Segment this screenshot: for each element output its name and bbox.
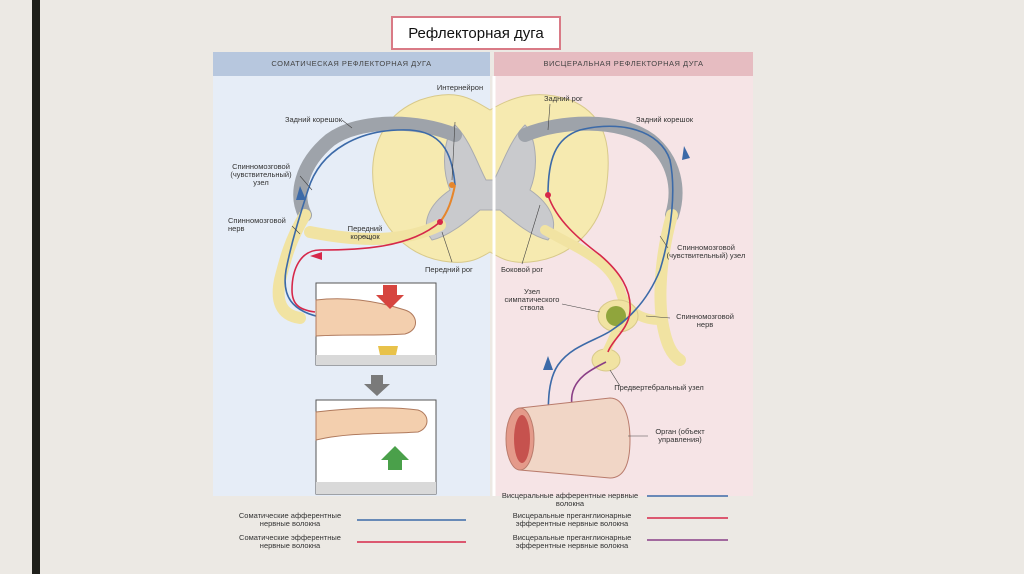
slide-title: Рефлекторная дуга (408, 25, 544, 42)
legend-visceral-postganglionic: Висцеральные преганглионарные эфферентны… (512, 533, 632, 550)
label-anterior-root: Передний корешок (347, 224, 383, 241)
somatic-panel-header: СОМАТИЧЕСКАЯ РЕФЛЕКТОРНАЯ ДУГА (213, 52, 490, 76)
left-efferent-arrow (310, 252, 322, 260)
interneuron-fiber (439, 184, 456, 223)
withdraw-arrow-icon (381, 446, 409, 470)
organ-tube (519, 397, 631, 479)
interneuron-cell (449, 182, 455, 188)
right-dorsal-root (518, 116, 683, 222)
right-afferent-fiber (547, 125, 674, 431)
organ-lumen-inner (514, 415, 530, 463)
right-afferent-arrow-top (682, 146, 690, 160)
leader-anterior-root (361, 235, 373, 241)
finger-withdraw-hand (315, 407, 428, 441)
leader-lateral-horn (521, 204, 541, 265)
left-efferent-fiber (291, 221, 441, 313)
leader-spinal-nerve-left (291, 225, 301, 235)
label-spinal-ganglion-left: Спинномозговой (чувствительный) узел (230, 162, 292, 187)
slide-margin (0, 0, 32, 574)
label-organ: Орган (объект управления) (655, 427, 705, 444)
leader-ganglion-right (659, 235, 669, 249)
motor-neuron-cell (437, 219, 443, 225)
left-afferent-arrow (296, 186, 306, 200)
legend-visceral-afferent: Висцеральные афферентные нервные волокна (501, 491, 639, 508)
leader-anterior-horn (441, 231, 453, 263)
right-afferent-arrow (543, 356, 553, 370)
leader-posterior-horn (547, 103, 551, 131)
label-interneuron: Интернейрон (436, 83, 484, 92)
leader-prevertebral (609, 369, 621, 387)
label-sympathetic-ganglion: Узел симпатического ствола (504, 287, 560, 312)
label-spinal-ganglion-right: Спинномозговой (чувствительный) узел (666, 243, 746, 260)
label-posterior-horn: Задний рог (544, 94, 583, 103)
finger-touch-floor (316, 355, 436, 365)
pressure-arrow-icon (376, 285, 404, 309)
pin-stimulus-icon (378, 346, 398, 355)
step-down-arrow-icon (364, 375, 390, 396)
leader-interneuron (451, 121, 456, 181)
spinal-cord-grey-matter (425, 124, 555, 241)
legend-somatic-efferent: Соматические эфферентные нервные волокна (239, 533, 341, 550)
label-lateral-horn: Боковой рог (501, 265, 544, 274)
right-preganglionic-fiber (547, 194, 631, 353)
finger-withdraw-floor (316, 482, 436, 494)
leader-ganglion-left (299, 175, 313, 191)
leader-sympathetic (561, 303, 601, 313)
leader-spinal-nerve-right (645, 315, 671, 319)
label-anterior-horn: Передний рог (425, 265, 473, 274)
label-posterior-root-right: Задний корешок (636, 115, 694, 124)
legend-visceral-preganglionic: Висцеральные преганглионарные эфферентны… (512, 511, 632, 528)
visceral-panel-header: ВИСЦЕРАЛЬНАЯ РЕФЛЕКТОРНАЯ ДУГА (494, 52, 753, 76)
label-spinal-nerve-right: Спинномозговой нерв (676, 312, 734, 329)
slide-edge-strip (32, 0, 40, 574)
leader-posterior-root-left (341, 119, 353, 129)
right-spinal-nerve (654, 209, 686, 366)
sympathetic-ganglion-core (606, 306, 626, 326)
label-spinal-nerve-left: Спинномозговой нерв (228, 216, 286, 233)
lateral-horn-cell (545, 192, 551, 198)
ganglion-connector (602, 328, 620, 354)
label-prevertebral-ganglion: Предвертебральный узел (614, 383, 704, 392)
left-afferent-fiber (284, 129, 456, 319)
legend-somatic-afferent: Соматические афферентные нервные волокна (238, 511, 342, 528)
slide-title-box: Рефлекторная дуга (391, 16, 561, 50)
right-ventral-root (540, 225, 665, 325)
label-posterior-root-left: Задний корешок (284, 115, 342, 124)
